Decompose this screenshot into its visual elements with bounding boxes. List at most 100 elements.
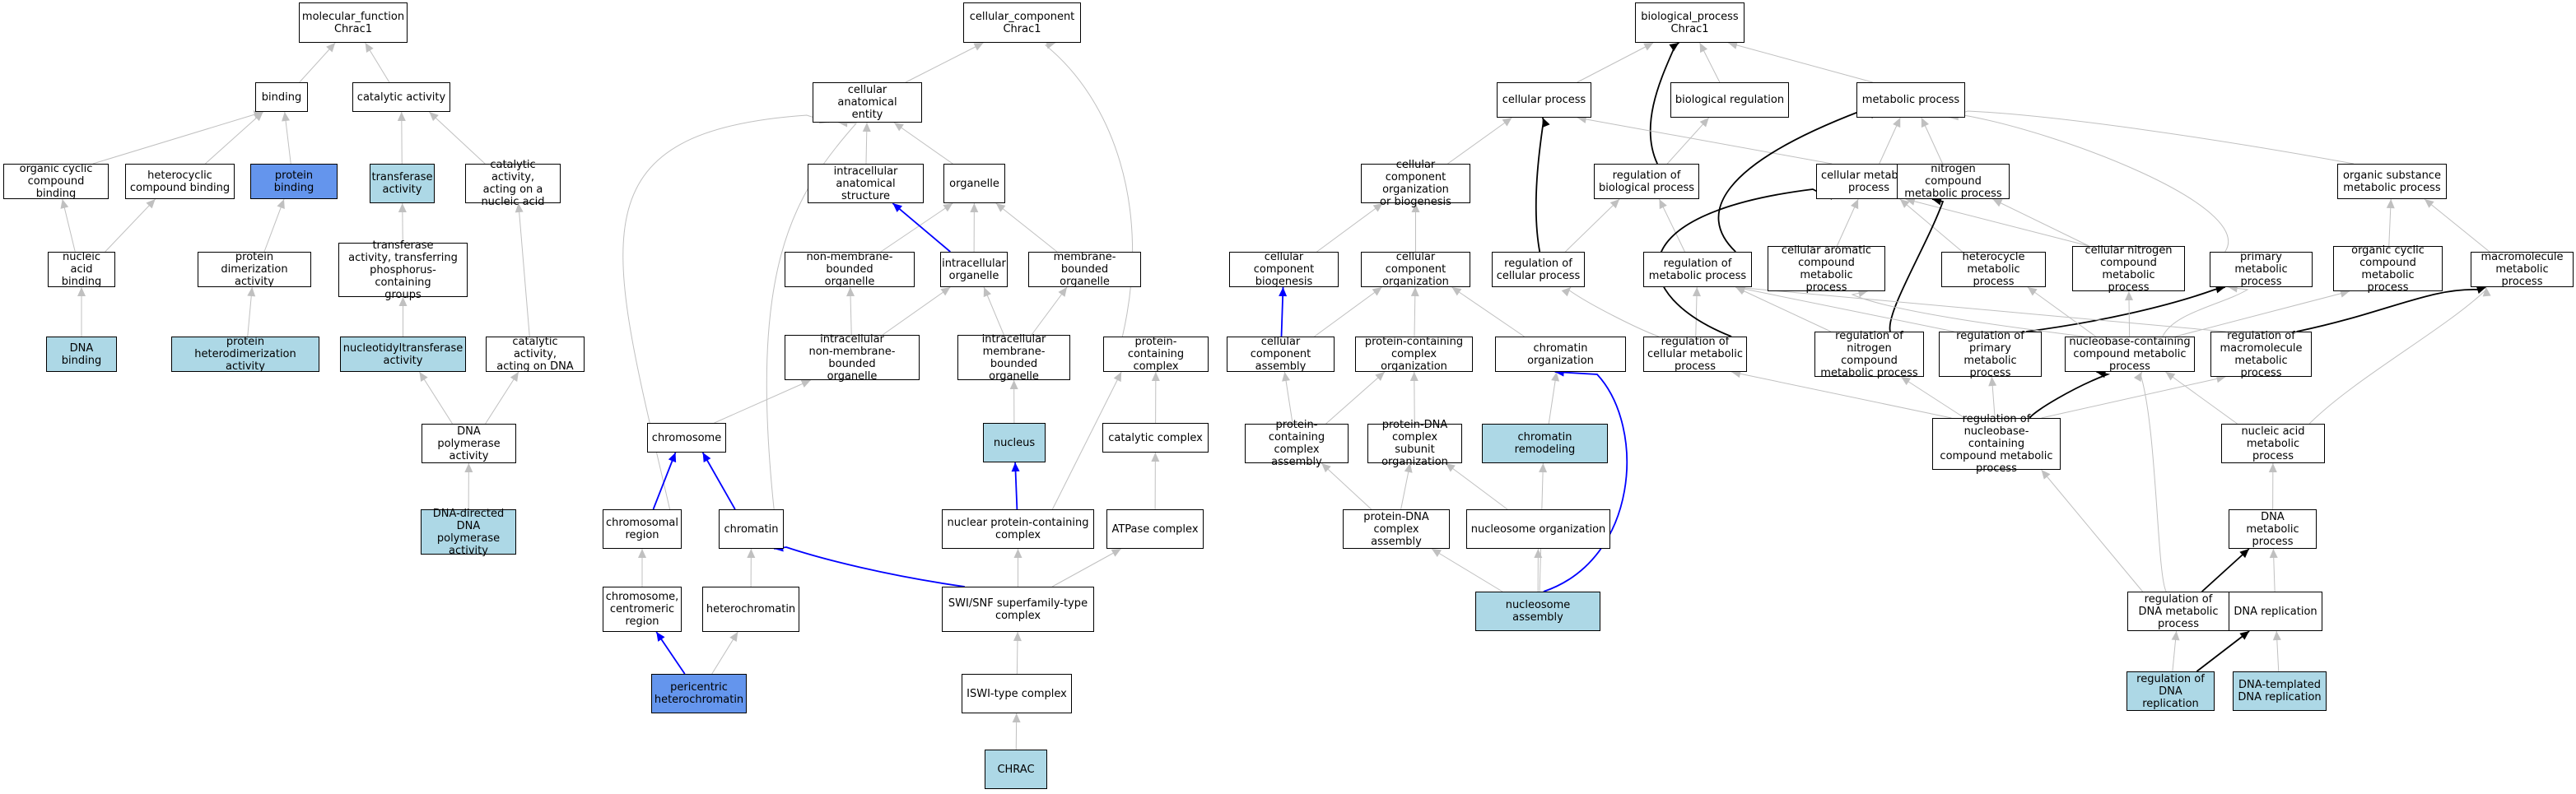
edge-arrowhead bbox=[2425, 199, 2434, 208]
node-nucassembly[interactable]: nucleosome assembly bbox=[1475, 592, 1600, 631]
node-nucleotidyl[interactable]: nucleotidyltransferase activity bbox=[340, 337, 466, 372]
node-npcc[interactable]: nuclear protein-containing complex bbox=[942, 509, 1094, 549]
edge-arrowhead bbox=[2340, 289, 2350, 298]
node-dnapol[interactable]: DNA polymerase activity bbox=[422, 424, 516, 463]
node-regncmp[interactable]: regulation of nitrogen compound metaboli… bbox=[1814, 330, 1924, 379]
node-cellproc[interactable]: cellular process bbox=[1497, 82, 1591, 118]
edge-is-a bbox=[1044, 42, 1134, 337]
node-catcomplex[interactable]: catalytic complex bbox=[1102, 423, 1209, 453]
node-pccassembly[interactable]: protein-containing complex assembly bbox=[1245, 419, 1349, 468]
node-transferase[interactable]: transferase activity bbox=[370, 164, 435, 203]
node-pcc[interactable]: protein-containing complex bbox=[1103, 336, 1209, 373]
edge-arrowhead bbox=[729, 632, 738, 642]
node-organelle[interactable]: organelle bbox=[943, 164, 1005, 203]
node-chromreg[interactable]: chromosomal region bbox=[603, 509, 682, 549]
node-dnamet[interactable]: DNA metabolic process bbox=[2229, 509, 2317, 549]
node-nmbo[interactable]: non-membrane-bounded organelle bbox=[785, 251, 915, 288]
node-hcbind[interactable]: heterocyclic compound binding bbox=[125, 164, 235, 199]
node-ccorg[interactable]: cellular component organization bbox=[1361, 251, 1470, 288]
node-nbcmp[interactable]: nucleobase-containing compound metabolic… bbox=[2065, 336, 2195, 373]
node-imbo[interactable]: intracellular membrane-bounded organelle bbox=[957, 333, 1070, 383]
edge-is-a bbox=[263, 198, 285, 253]
node-transphos[interactable]: transferase activity, transferring phosp… bbox=[338, 239, 468, 301]
node-chromremod[interactable]: chromatin remodeling bbox=[1482, 424, 1608, 463]
node-regmet[interactable]: regulation of metabolic process bbox=[1643, 252, 1752, 287]
node-macromet[interactable]: macromolecule metabolic process bbox=[2471, 251, 2574, 288]
node-inmbo[interactable]: intracellular non-membrane-bounded organ… bbox=[785, 333, 920, 383]
edge-arrowhead bbox=[1404, 463, 1413, 473]
node-chromorg[interactable]: chromatin organization bbox=[1495, 337, 1626, 372]
node-pericentric[interactable]: pericentric heterochromatin bbox=[651, 674, 747, 713]
node-protbind[interactable]: protein binding bbox=[250, 164, 338, 199]
node-protheterodimer[interactable]: protein heterodimerization activity bbox=[171, 336, 319, 373]
node-centromeric[interactable]: chromosome, centromeric region bbox=[603, 587, 682, 632]
edge-arrowhead bbox=[1851, 199, 1859, 210]
node-cncmp[interactable]: cellular nitrogen compound metabolic pro… bbox=[2072, 244, 2185, 294]
edge-is-a bbox=[1321, 462, 1372, 510]
node-cacmp[interactable]: cellular aromatic compound metabolic pro… bbox=[1768, 244, 1885, 294]
node-bp[interactable]: biological_process Chrac1 bbox=[1635, 2, 1745, 43]
edge-arrowhead bbox=[943, 203, 953, 212]
node-catna[interactable]: catalytic activity, acting on a nucleic … bbox=[465, 159, 561, 208]
node-ncmp[interactable]: nitrogen compound metabolic process bbox=[1897, 163, 2010, 200]
node-protdimer[interactable]: protein dimerization activity bbox=[198, 251, 311, 288]
node-atpase[interactable]: ATPase complex bbox=[1106, 509, 1204, 549]
node-nucleus[interactable]: nucleus bbox=[983, 423, 1046, 462]
edge-is-a bbox=[905, 42, 984, 83]
node-pccorg[interactable]: protein-containing complex organization bbox=[1355, 336, 1473, 373]
node-mf[interactable]: molecular_function Chrac1 bbox=[299, 2, 408, 43]
node-ocbind[interactable]: organic cyclic compound binding bbox=[3, 163, 109, 200]
node-catdna[interactable]: catalytic activity, acting on DNA bbox=[486, 336, 585, 373]
node-metproc[interactable]: metabolic process bbox=[1856, 82, 1965, 118]
node-dnarep[interactable]: DNA replication bbox=[2229, 592, 2322, 631]
node-bioreg[interactable]: biological regulation bbox=[1670, 82, 1789, 118]
node-dnatemprep[interactable]: DNA-templated DNA replication bbox=[2233, 671, 2327, 711]
node-regmacro[interactable]: regulation of macromolecule metabolic pr… bbox=[2210, 330, 2312, 379]
edge-arrowhead bbox=[1372, 287, 1382, 296]
node-regdnamet[interactable]: regulation of DNA metabolic process bbox=[2127, 592, 2229, 631]
node-nabind[interactable]: nucleic acid binding bbox=[48, 251, 115, 288]
edge-is-a bbox=[1051, 548, 1121, 587]
edge-arrowhead bbox=[398, 297, 408, 306]
node-pdnasub[interactable]: protein-DNA complex subunit organization bbox=[1367, 419, 1462, 468]
node-heterochrom[interactable]: heterochromatin bbox=[702, 587, 799, 632]
node-iswi[interactable]: ISWI-type complex bbox=[962, 674, 1072, 713]
edge-arrowhead bbox=[973, 43, 984, 51]
node-io[interactable]: intracellular organelle bbox=[940, 252, 1008, 287]
edge-arrowhead bbox=[1151, 453, 1160, 462]
node-chromatin[interactable]: chromatin bbox=[719, 509, 784, 549]
node-cc[interactable]: cellular_component Chrac1 bbox=[963, 2, 1081, 43]
node-regdnarep[interactable]: regulation of DNA replication bbox=[2126, 671, 2215, 711]
node-cae[interactable]: cellular anatomical entity bbox=[813, 82, 922, 123]
edge-arrowhead bbox=[2269, 549, 2278, 559]
edge-arrowhead bbox=[247, 287, 256, 297]
node-occmp[interactable]: organic cyclic compound metabolic proces… bbox=[2333, 244, 2443, 294]
node-catalytic[interactable]: catalytic activity bbox=[352, 82, 450, 112]
node-regprim[interactable]: regulation of primary metabolic process bbox=[1939, 330, 2042, 379]
node-ccbio[interactable]: cellular component biogenesis bbox=[1229, 251, 1339, 288]
node-chromosome[interactable]: chromosome bbox=[647, 423, 726, 453]
node-chrac[interactable]: CHRAC bbox=[985, 750, 1047, 789]
node-ias[interactable]: intracellular anatomical structure bbox=[808, 164, 924, 203]
node-regcellmet[interactable]: regulation of cellular metabolic process bbox=[1643, 336, 1747, 373]
edge-is-a bbox=[1899, 198, 1963, 253]
edge-is-a bbox=[880, 202, 953, 253]
node-osmp[interactable]: organic substance metabolic process bbox=[2337, 164, 2447, 199]
node-regcell[interactable]: regulation of cellular process bbox=[1492, 252, 1585, 287]
edge-arrowhead bbox=[397, 112, 406, 122]
node-dnadirpol[interactable]: DNA-directed DNA polymerase activity bbox=[421, 508, 516, 557]
node-pdnaassembly[interactable]: protein-DNA complex assembly bbox=[1343, 509, 1450, 549]
node-primmet[interactable]: primary metabolic process bbox=[2210, 251, 2313, 288]
node-ccassembly[interactable]: cellular component assembly bbox=[1227, 336, 1335, 373]
node-regnbcmp[interactable]: regulation of nucleobase-containing comp… bbox=[1932, 413, 2061, 475]
edge-is-a bbox=[485, 371, 519, 425]
node-hetmp[interactable]: heterocycle metabolic process bbox=[1941, 251, 2046, 288]
node-mbo[interactable]: membrane-bounded organelle bbox=[1028, 251, 1141, 288]
node-nucorg[interactable]: nucleosome organization bbox=[1466, 509, 1610, 549]
node-binding[interactable]: binding bbox=[255, 82, 308, 112]
node-regbio[interactable]: regulation of biological process bbox=[1594, 164, 1699, 199]
node-dnabind[interactable]: DNA binding bbox=[46, 337, 117, 372]
node-ccob[interactable]: cellular component organization or bioge… bbox=[1361, 159, 1470, 208]
node-namp[interactable]: nucleic acid metabolic process bbox=[2221, 424, 2325, 463]
node-swisnf[interactable]: SWI/SNF superfamily-type complex bbox=[942, 587, 1094, 632]
